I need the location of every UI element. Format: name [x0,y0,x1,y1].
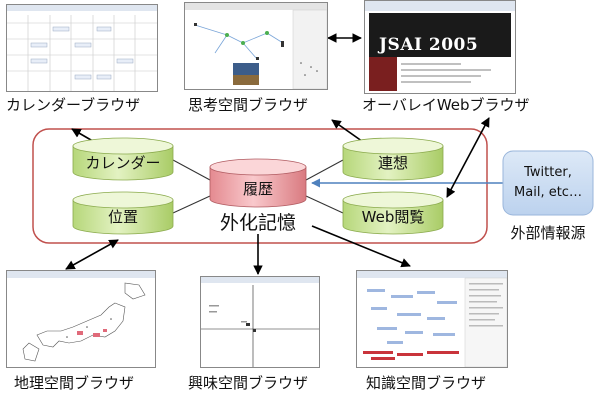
cylinder-calendar-label: カレンダー [85,154,161,172]
cylinder-association-label: 連想 [377,154,408,172]
knowledge-browser-screenshot [356,270,508,368]
external-source-line2: Mail, etc… [514,185,582,200]
external-source-box [502,150,594,216]
thought-browser-caption: 思考空間ブラウザ [188,96,309,114]
cylinder-location-label: 位置 [107,208,138,226]
interest-browser-caption: 興味空間ブラウザ [188,374,309,392]
arrow-memory-knowledge [311,225,411,268]
cylinder-web-label: Web閲覧 [361,208,425,226]
knowledge-browser-caption: 知識空間ブラウザ [366,374,487,392]
japan-map [7,271,155,362]
interest-scatter [201,277,319,367]
geo-browser-caption: 地理空間ブラウザ [14,374,135,392]
overlay-browser-screenshot: JSAI 2005 [364,0,516,94]
interest-browser-screenshot [200,276,320,368]
cylinder-calendar [72,137,174,181]
calendar-browser-screenshot [6,4,158,92]
overlay-banner: JSAI 2005 [369,13,511,57]
arrow-location-geo [65,239,119,270]
calendar-grid [7,5,157,91]
link-web-history [305,195,344,214]
thought-graph [185,3,327,89]
calendar-browser-caption: カレンダーブラウザ [6,96,141,114]
knowledge-map [357,271,507,367]
thought-browser-screenshot [184,2,328,90]
link-location-history [172,195,211,214]
external-source-line1: Twitter, [524,165,572,180]
overlay-page-lines [401,63,491,83]
geo-browser-screenshot [6,270,156,368]
arrow-overlay-web [446,117,490,198]
overlay-browser-caption: オーバレイWebブラウザ [362,96,530,114]
cylinder-association [342,137,444,181]
overlay-page-title: JSAI 2005 [379,35,479,55]
memory-title: 外化記憶 [219,212,296,234]
link-association-history [305,159,344,181]
cylinder-location [72,191,174,235]
cylinder-history [209,158,307,208]
external-source-caption: 外部情報源 [510,224,586,242]
cylinder-web-browsing [342,191,444,235]
link-calendar-history [172,159,211,181]
cylinder-history-label: 履歴 [242,180,273,198]
